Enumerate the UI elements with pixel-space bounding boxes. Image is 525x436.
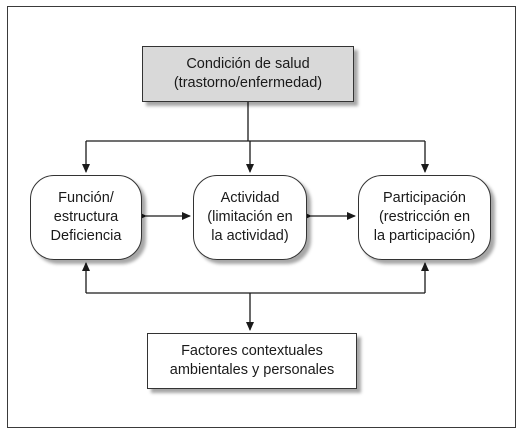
health-condition-box: Condición de salud (trastorno/enfermedad…: [142, 46, 354, 102]
participation-box: Participación (restricción en la partici…: [358, 175, 491, 260]
contextual-factors-box: Factores contextuales ambientales y pers…: [147, 333, 357, 389]
body-function-box: Función/ estructura Deficiencia: [30, 175, 142, 260]
activity-box: Actividad (limitación en la actividad): [193, 175, 307, 260]
